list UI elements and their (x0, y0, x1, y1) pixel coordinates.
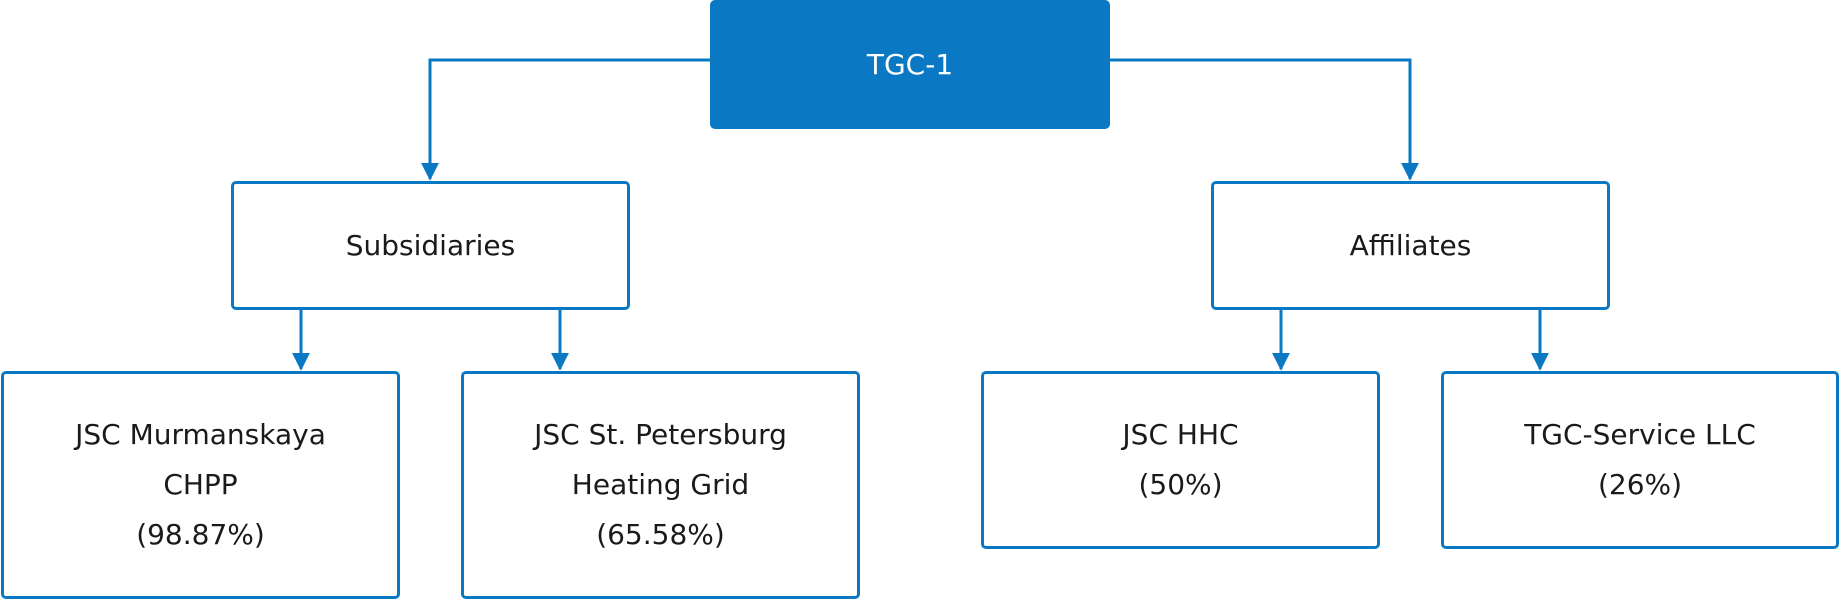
node-name-line-1: JSC Murmanskaya (75, 418, 326, 451)
ownership-share: (98.87%) (136, 518, 265, 551)
subsidiaries-label: Subsidiaries (345, 228, 516, 262)
affiliate-node-hhc: JSC HHC (50%) (981, 371, 1380, 549)
affiliate-node-tgc-service: TGC-Service LLC (26%) (1441, 371, 1839, 549)
affiliates-node: Affiliates (1211, 181, 1610, 310)
ownership-share: (65.58%) (596, 518, 725, 551)
root-label: TGC-1 (866, 47, 954, 81)
node-name-line-1: JSC St. Petersburg (534, 418, 787, 451)
connector-root-to-affiliates (1110, 58, 1419, 181)
node-name-line-2: CHPP (163, 468, 238, 501)
ownership-share: (26%) (1597, 468, 1683, 501)
node-name-line-1: TGC-Service LLC (1524, 418, 1756, 451)
root-node: TGC-1 (710, 0, 1110, 129)
subsidiaries-node: Subsidiaries (231, 181, 630, 310)
node-name-line-1: JSC HHC (1122, 418, 1239, 451)
connector-root-to-subsidiaries (421, 58, 710, 181)
node-name-line-2: Heating Grid (571, 468, 750, 501)
affiliates-label: Affiliates (1349, 228, 1472, 262)
subsidiary-node-st-petersburg: JSC St. Petersburg Heating Grid (65.58%) (461, 371, 860, 599)
ownership-share: (50%) (1138, 468, 1223, 501)
subsidiary-node-murmanskaya: JSC Murmanskaya CHPP (98.87%) (1, 371, 400, 599)
